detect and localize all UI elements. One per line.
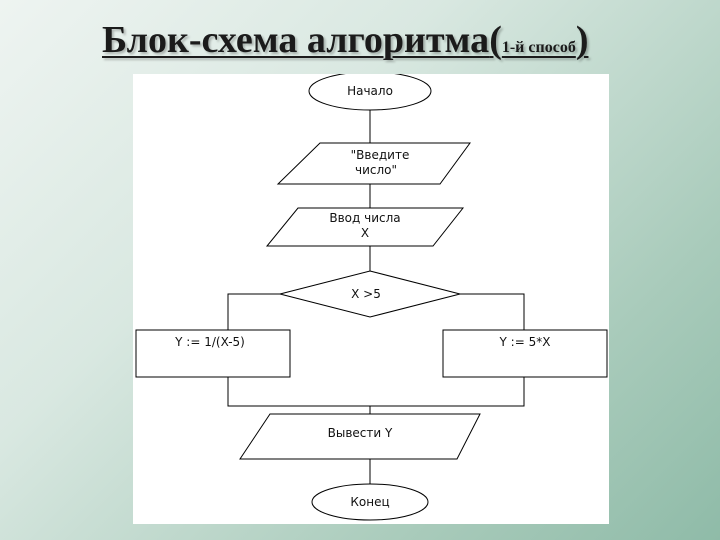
condition-block [279, 270, 461, 318]
prompt-output-block [276, 142, 471, 185]
title-close-paren: ) [575, 19, 589, 61]
start-label: Начало [347, 84, 393, 98]
connector-branches-merge [227, 377, 525, 407]
output-label: Вывести Y [328, 426, 393, 440]
title-main: Блок-схема алгоритма [102, 19, 490, 61]
condition-label: X >5 [351, 287, 381, 301]
input-label-line2: X [361, 226, 369, 240]
title-subtitle: 1-й способ [501, 39, 576, 56]
slide-title: Блок-схема алгоритма(1-й способ) [102, 18, 662, 74]
end-label: Конец [350, 495, 389, 509]
connectors [227, 110, 525, 484]
prompt-label-line2: число" [355, 163, 397, 177]
flowchart-diagram: Начало "Введите число" Ввод числа X X >5… [135, 71, 608, 521]
branch-right-block [442, 329, 608, 378]
connector-condition-right [460, 293, 525, 330]
output-block [239, 413, 481, 460]
branch-right-label: Y := 5*X [499, 335, 551, 349]
input-block [265, 207, 465, 247]
input-label-line1: Ввод числа [329, 211, 400, 225]
flowchart-canvas: Начало "Введите число" Ввод числа X X >5… [133, 71, 609, 524]
branch-left-block [135, 329, 291, 378]
prompt-label-line1: "Введите [351, 148, 410, 162]
branch-left-label: Y := 1/(X-5) [174, 335, 245, 349]
end-terminal [311, 483, 429, 521]
title-open-paren: ( [489, 19, 502, 61]
connector-condition-left [227, 293, 280, 330]
